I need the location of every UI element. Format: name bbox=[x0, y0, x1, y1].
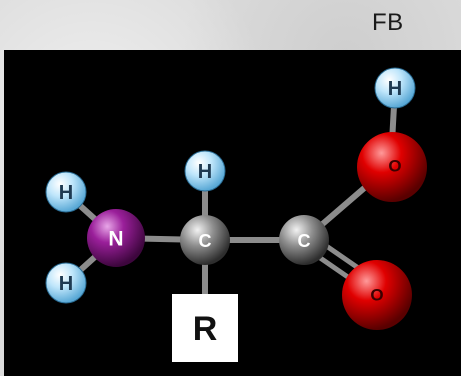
atom-o-hydroxyl-label: O bbox=[388, 157, 401, 176]
atom-c-carboxyl: C bbox=[279, 215, 329, 265]
atom-h-top-right: H bbox=[374, 67, 416, 109]
atom-h-center: H bbox=[184, 150, 226, 192]
amino-acid-diagram: R H O H H N C C bbox=[4, 50, 461, 376]
atom-h-left-bottom: H bbox=[45, 262, 87, 304]
atom-c-alpha: C bbox=[180, 215, 230, 265]
atom-c-carboxyl-label: C bbox=[298, 231, 311, 251]
atom-nitrogen-label: N bbox=[108, 228, 123, 251]
atom-h-top-right-label: H bbox=[388, 78, 402, 100]
header-label: FB bbox=[372, 9, 404, 36]
atom-o-carbonyl: O bbox=[342, 260, 412, 330]
atom-h-left-top-label: H bbox=[59, 182, 73, 204]
molecule-svg: R H O H H N C C bbox=[45, 67, 427, 362]
atom-nitrogen: N bbox=[87, 209, 145, 267]
atom-c-alpha-label: C bbox=[199, 231, 212, 251]
atom-h-center-label: H bbox=[198, 161, 212, 183]
atom-o-carbonyl-label: O bbox=[370, 286, 383, 305]
r-group-box bbox=[172, 294, 238, 362]
atom-h-left-top: H bbox=[45, 171, 87, 213]
r-group-label: R bbox=[193, 310, 218, 348]
atom-h-left-bottom-label: H bbox=[59, 273, 73, 295]
atom-o-hydroxyl: O bbox=[357, 132, 427, 202]
